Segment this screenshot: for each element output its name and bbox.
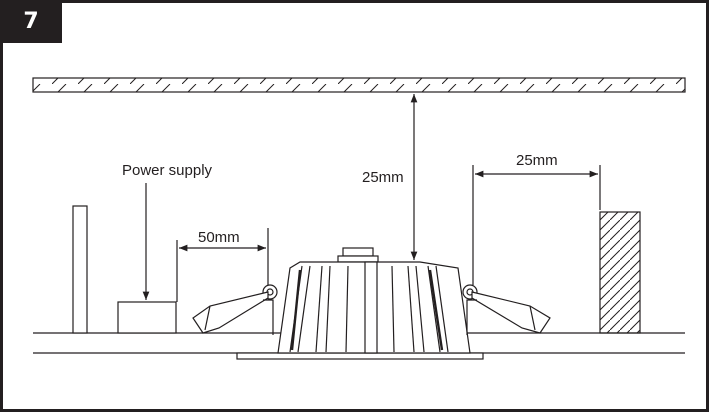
right-spring-clip [462,284,551,335]
left-obstacle-post [72,205,88,334]
supply-gap-label: 50mm [198,229,240,246]
power-supply-label: Power supply [122,162,213,179]
left-spring-clip [192,284,278,335]
right-obstacle-block [599,211,641,334]
supply-gap-dimension [176,228,269,302]
downlight-fixture [236,247,484,360]
step-number-badge: 7 [0,0,62,43]
power-supply-box [117,301,177,334]
side-gap-label: 25mm [516,152,558,169]
side-gap-dimension [472,165,601,285]
ceiling-gap-label: 25mm [362,169,404,186]
ceiling-slab [32,77,686,93]
